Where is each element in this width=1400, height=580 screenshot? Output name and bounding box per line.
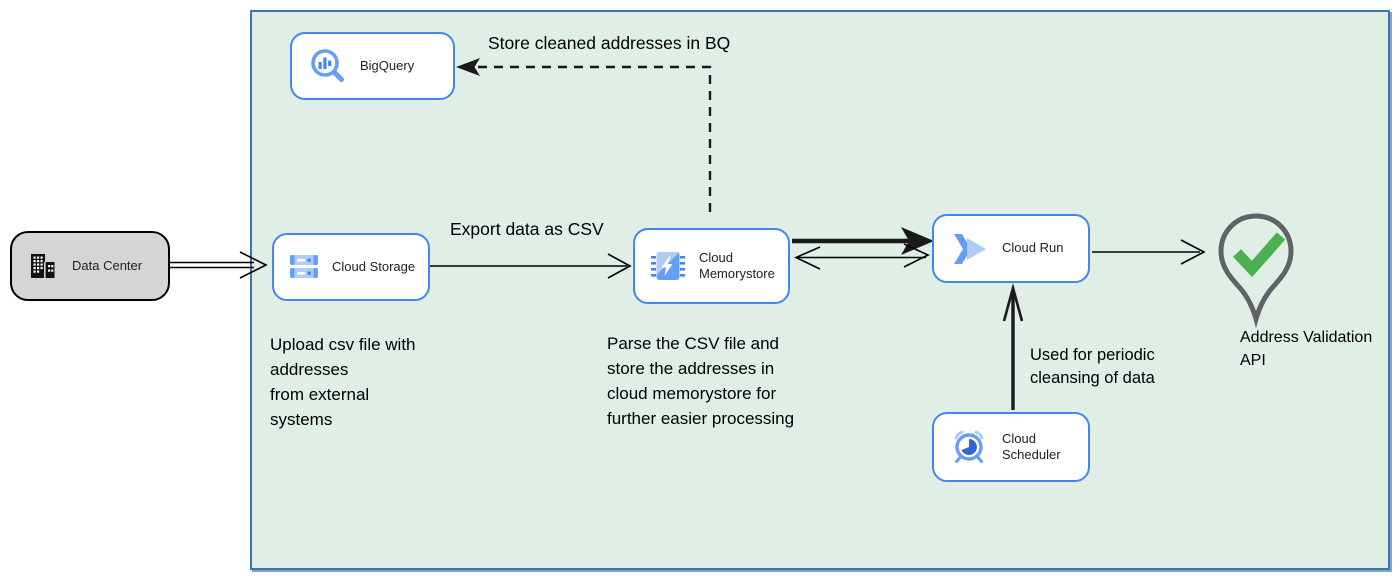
gcp-boundary-box xyxy=(250,10,1390,570)
node-data-center[interactable]: Data Center xyxy=(10,231,170,301)
cloud-memorystore-icon xyxy=(651,252,685,280)
node-label: BigQuery xyxy=(360,57,415,73)
node-label: Data Center xyxy=(72,257,143,273)
node-cloud-run[interactable]: Cloud Run xyxy=(932,214,1090,283)
edge-label-store-in-bq: Store cleaned addresses in BQ xyxy=(488,33,731,53)
annotation-upload-csv: Upload csv file with addresses from exte… xyxy=(270,335,416,429)
bigquery-icon xyxy=(311,49,344,82)
data-center-icon xyxy=(31,254,55,278)
cloud-run-icon xyxy=(954,233,986,264)
node-label: Cloud Scheduler xyxy=(1002,430,1061,462)
node-cloud-memorystore[interactable]: Cloud Memorystore xyxy=(633,228,790,304)
node-label: Cloud Run xyxy=(1002,240,1064,256)
node-label-address-validation-api: Address Validation API xyxy=(1240,329,1373,369)
cloud-storage-icon xyxy=(290,255,318,278)
edge-label-export-csv: Export data as CSV xyxy=(450,219,604,239)
node-cloud-scheduler[interactable]: Cloud Scheduler xyxy=(932,412,1090,482)
node-bigquery[interactable]: BigQuery xyxy=(290,32,455,100)
annotation-parse-csv: Parse the CSV file and store the address… xyxy=(607,334,795,428)
node-cloud-storage[interactable]: Cloud Storage xyxy=(272,233,430,301)
node-label: Cloud Storage xyxy=(332,258,416,274)
cloud-scheduler-icon xyxy=(954,430,984,463)
edge-label-periodic-cleansing: Used for periodic cleansing of data xyxy=(1030,346,1155,387)
node-label: Cloud Memorystore xyxy=(699,249,775,281)
